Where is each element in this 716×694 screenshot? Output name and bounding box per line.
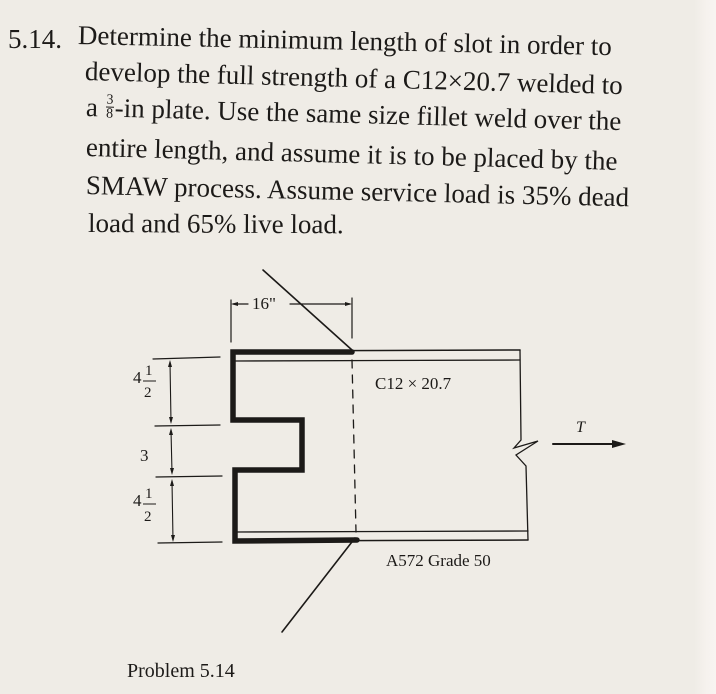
figure-caption: Problem 5.14 bbox=[127, 660, 235, 682]
section-label: C12 × 20.7 bbox=[375, 374, 452, 393]
break-line bbox=[512, 349, 539, 541]
page-edge bbox=[694, 0, 716, 694]
svg-text:4: 4 bbox=[133, 368, 142, 387]
dimension-bottom: 4 1 2 bbox=[133, 486, 156, 525]
svg-text:2: 2 bbox=[144, 385, 152, 401]
plate-edge-dashed bbox=[351, 359, 357, 533]
svg-text:4: 4 bbox=[133, 491, 142, 510]
arrow-head-icon bbox=[612, 440, 626, 448]
top-section-cut-line bbox=[262, 269, 353, 351]
problem-number: 5.14. bbox=[8, 24, 62, 54]
svg-text:2: 2 bbox=[144, 509, 152, 525]
plate-label: A572 Grade 50 bbox=[386, 551, 491, 570]
force-label: T bbox=[576, 419, 586, 436]
fillet-weld-slot bbox=[230, 349, 360, 544]
bottom-section-cut-line bbox=[281, 537, 356, 633]
slot-length-label: 16" bbox=[252, 294, 276, 313]
dimension-top: 4 1 2 bbox=[133, 363, 156, 401]
svg-text:1: 1 bbox=[145, 363, 153, 379]
svg-text:1: 1 bbox=[145, 486, 153, 502]
svg-text:3: 3 bbox=[140, 446, 149, 465]
dimension-middle: 3 bbox=[140, 446, 149, 465]
